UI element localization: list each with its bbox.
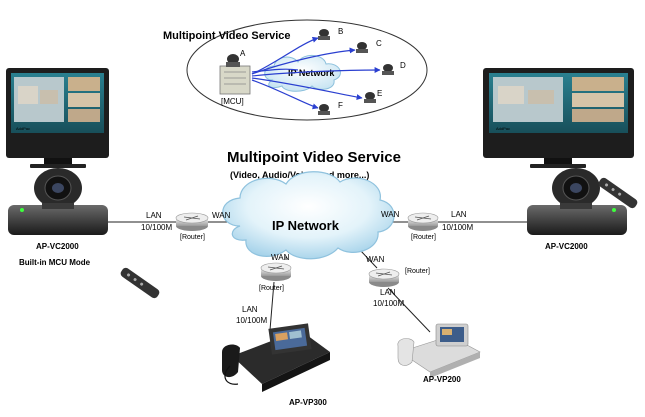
inset-arrows: [251, 36, 381, 110]
left-link-speed: 10/100M: [141, 223, 172, 232]
phone-left-name: AP-VP300: [289, 398, 327, 407]
bottom-left-link-lan: LAN: [242, 305, 258, 314]
right-device-name: AP-VC2000: [545, 242, 588, 251]
node-f-camera: [318, 104, 330, 115]
right-remote-control: [598, 177, 638, 209]
main-network-label: IP Network: [272, 218, 340, 233]
left-link-lan: LAN: [146, 211, 162, 220]
node-a-camera: [226, 54, 240, 67]
bottom-right-link-wan: WAN: [366, 255, 385, 264]
bottom-left-link-wan: WAN: [271, 253, 290, 262]
node-c-label: C: [376, 39, 382, 48]
node-a-label: A: [240, 49, 246, 58]
router-right: [407, 212, 439, 231]
left-link-wan: WAN: [212, 211, 231, 220]
inset-diagram: Multipoint Video Service IP Network [MCU…: [163, 19, 428, 121]
main-title: Multipoint Video Service: [227, 149, 401, 166]
right-link-speed: 10/100M: [442, 223, 473, 232]
phone-right-vp200: [397, 323, 481, 378]
phone-right-name: AP-VP200: [423, 375, 461, 384]
right-link-wan: WAN: [381, 210, 400, 219]
bottom-left-link-router: [Router]: [259, 285, 284, 292]
left-link-router: [Router]: [180, 234, 205, 241]
node-e-camera: [364, 92, 376, 103]
node-b-label: B: [338, 27, 343, 36]
node-c-camera: [356, 42, 368, 53]
right-screen-brand: AddPac: [496, 126, 510, 131]
right-link-router: [Router]: [411, 234, 436, 241]
right-link-lan: LAN: [451, 210, 467, 219]
router-bottom-left: [260, 262, 292, 281]
node-f-label: F: [338, 101, 343, 110]
inset-network-label: IP Network: [288, 68, 335, 78]
left-device-mode: Built-in MCU Mode: [19, 258, 91, 267]
bottom-right-link-lan: LAN: [380, 288, 396, 297]
main-cloud: [222, 171, 395, 260]
node-e-label: E: [377, 89, 382, 98]
left-screen-brand: AddPac: [16, 126, 30, 131]
left-device-name: AP-VC2000: [36, 242, 79, 251]
inset-title: Multipoint Video Service: [163, 30, 291, 42]
bottom-left-link-speed: 10/100M: [236, 316, 267, 325]
left-camera-codec: [8, 168, 108, 235]
link-lines: [108, 221, 527, 333]
node-d-label: D: [400, 61, 406, 70]
bottom-right-link-router: [Router]: [405, 268, 430, 275]
node-d-camera: [382, 64, 394, 75]
mcu-label: [MCU]: [221, 97, 244, 106]
phone-left-vp300: [222, 323, 330, 392]
right-camera-codec: [527, 168, 627, 235]
router-bottom-right: [368, 268, 400, 287]
mcu-server: [219, 65, 251, 95]
left-remote-control: [120, 267, 160, 299]
router-left: [175, 212, 209, 231]
left-monitor: AddPac: [6, 68, 109, 168]
right-monitor: AddPac: [483, 68, 634, 168]
bottom-right-link-speed: 10/100M: [373, 299, 404, 308]
node-b-camera: [318, 29, 330, 40]
